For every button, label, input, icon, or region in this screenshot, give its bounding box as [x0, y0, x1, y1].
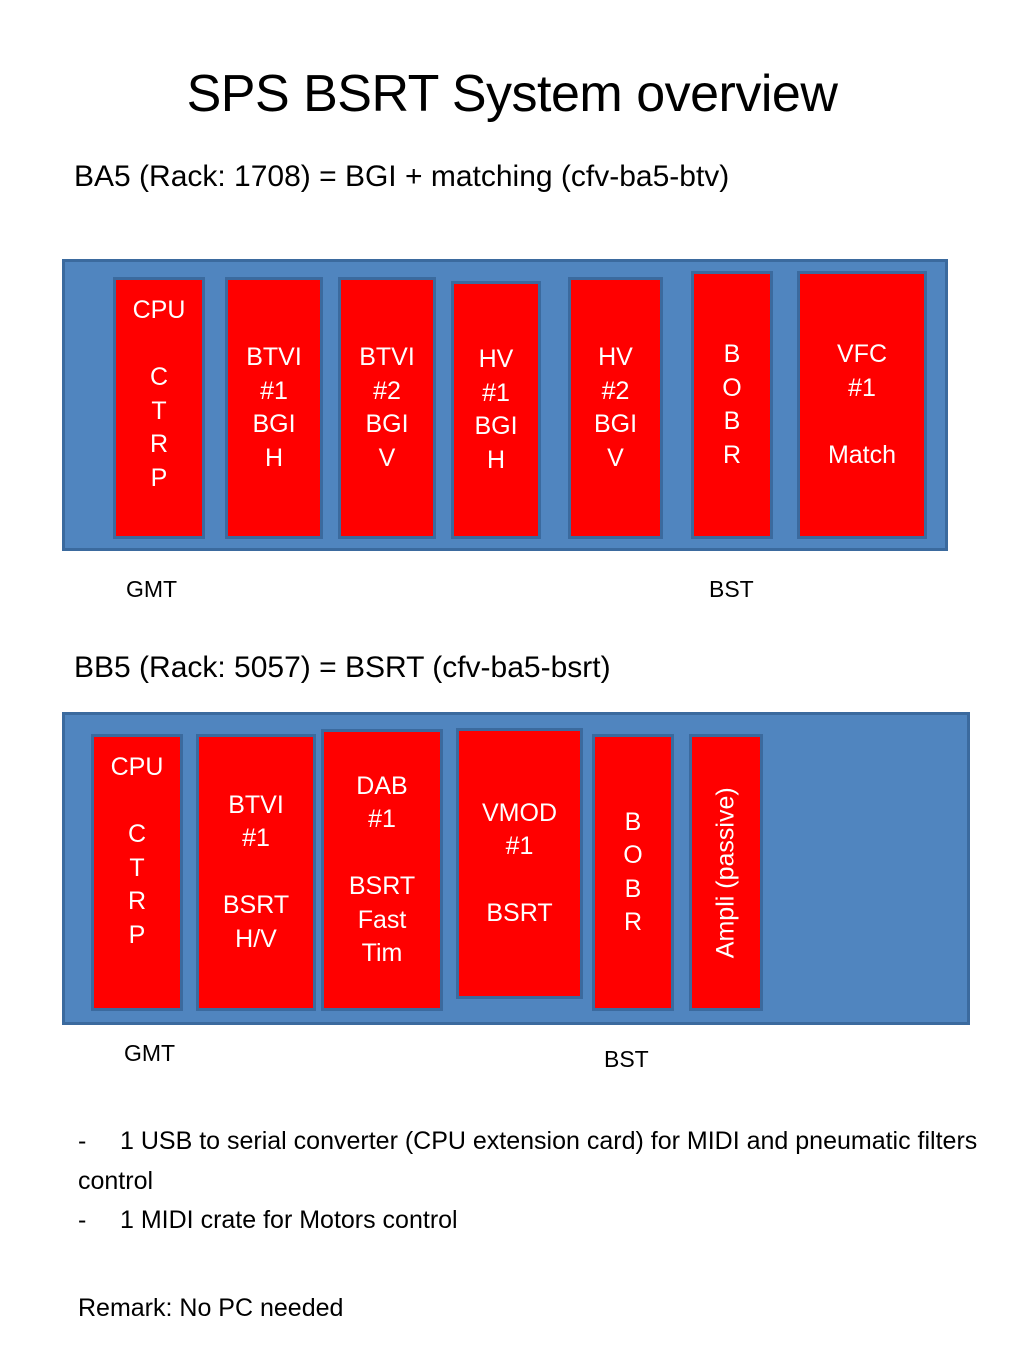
- card-line: Match: [827, 440, 897, 469]
- card-line: BTVI: [246, 343, 302, 371]
- card-line: Tim: [361, 939, 403, 967]
- note-text: 1 MIDI crate for Motors control: [120, 1206, 458, 1234]
- card-line: BGI: [365, 410, 409, 438]
- note-item-1: - 1 USB to serial converter (CPU extensi…: [78, 1122, 978, 1201]
- card-line: HV: [478, 345, 514, 373]
- bus-label-bst-ba5: BST: [709, 576, 754, 602]
- card-bb5-dab-1-bsrt-fast-tim[interactable]: DAB #1 BSRT Fast Tim: [321, 729, 443, 1011]
- card-line: R: [149, 430, 169, 458]
- card-line: BGI: [474, 412, 518, 440]
- note-text: 1 USB to serial converter (CPU extension…: [78, 1127, 978, 1195]
- card-ba5-hv-1-bgi-h[interactable]: HV #1 BGI H: [451, 281, 541, 539]
- card-line: C: [127, 820, 147, 848]
- card-line: BSRT: [348, 872, 416, 900]
- card-line: P: [128, 920, 146, 949]
- card-line: Fast: [357, 905, 407, 934]
- card-line: #1: [505, 832, 534, 860]
- remark-text: Remark: No PC needed: [78, 1293, 344, 1322]
- section-heading-ba5: BA5 (Rack: 1708) = BGI + matching (cfv-b…: [74, 160, 730, 193]
- card-line: H: [264, 443, 284, 472]
- card-bb5-ampli-passive[interactable]: Ampli (passive): [689, 734, 763, 1011]
- card-line: V: [378, 443, 396, 472]
- card-bb5-cpu-ctrp[interactable]: CPU C T R P: [91, 734, 183, 1011]
- card-line: P: [150, 463, 168, 492]
- card-line: CPU: [132, 296, 186, 324]
- card-line: #1: [260, 376, 288, 405]
- bus-label-bst-bb5: BST: [604, 1046, 649, 1072]
- card-line: #1: [368, 805, 396, 833]
- card-ba5-vfc-1-match[interactable]: VFC #1 Match: [797, 271, 927, 539]
- card-ba5-hv-2-bgi-v[interactable]: HV #2 BGI V: [568, 277, 663, 539]
- rack-bb5-diagram: CPU C T R P BTVI #1 BSRT H/V DAB #1 BSRT…: [62, 712, 970, 1025]
- rack-ba5-diagram: CPU C T R P BTVI #1 BGI H BTVI #2 BGI V …: [62, 259, 948, 551]
- card-line: BSRT: [222, 891, 290, 920]
- card-line: BSRT: [486, 899, 553, 927]
- card-ba5-btvi-1-bgi-h[interactable]: BTVI #1 BGI H: [225, 277, 323, 539]
- card-line: #2: [373, 376, 401, 405]
- card-line: VFC: [837, 340, 887, 368]
- card-line: BTVI: [228, 790, 284, 819]
- card-line: B: [723, 340, 741, 368]
- card-line: BTVI: [359, 343, 415, 371]
- card-line: DAB: [356, 771, 408, 800]
- card-line: BGI: [593, 410, 638, 438]
- note-item-2: - 1 MIDI crate for Motors control: [78, 1201, 978, 1241]
- card-line: #2: [601, 376, 630, 405]
- card-line: C: [149, 363, 169, 391]
- card-line: T: [151, 396, 167, 425]
- notes-block: - 1 USB to serial converter (CPU extensi…: [78, 1122, 978, 1328]
- card-line: O: [722, 373, 742, 402]
- card-line: CPU: [110, 753, 164, 781]
- bullet-marker: -: [78, 1127, 87, 1155]
- card-line: R: [722, 440, 742, 469]
- card-line: O: [623, 841, 643, 869]
- bus-label-gmt-ba5: GMT: [126, 576, 178, 602]
- card-line: #1: [848, 373, 876, 402]
- card-line: #1: [242, 824, 270, 853]
- ampli-passive-label: Ampli (passive): [711, 787, 740, 958]
- card-line: T: [129, 853, 145, 882]
- bullet-marker: -: [78, 1206, 87, 1234]
- card-line: B: [723, 407, 741, 435]
- card-bb5-bobr[interactable]: B O B R: [592, 734, 674, 1011]
- page-title: SPS BSRT System overview: [186, 65, 838, 123]
- card-line: B: [624, 807, 642, 836]
- card-ba5-bobr[interactable]: B O B R: [691, 271, 773, 539]
- card-bb5-vmod-1-bsrt[interactable]: VMOD #1 BSRT: [456, 728, 583, 999]
- card-line: HV: [598, 343, 633, 371]
- card-line: R: [623, 908, 643, 936]
- bus-label-gmt-bb5: GMT: [124, 1040, 176, 1066]
- card-ba5-cpu-ctrp[interactable]: CPU C T R P: [113, 277, 205, 539]
- card-line: BGI: [252, 410, 296, 438]
- card-line: V: [607, 443, 624, 472]
- card-line: H: [486, 445, 506, 474]
- card-line: #1: [482, 378, 510, 407]
- section-heading-bb5: BB5 (Rack: 5057) = BSRT (cfv-ba5-bsrt): [74, 651, 611, 684]
- card-bb5-btvi-1-bsrt-hv[interactable]: BTVI #1 BSRT H/V: [196, 734, 316, 1011]
- card-line: B: [624, 874, 642, 903]
- card-line: H/V: [235, 924, 277, 953]
- card-line: R: [127, 887, 147, 915]
- card-ba5-btvi-2-bgi-v[interactable]: BTVI #2 BGI V: [338, 277, 436, 539]
- card-line: VMOD: [482, 798, 557, 827]
